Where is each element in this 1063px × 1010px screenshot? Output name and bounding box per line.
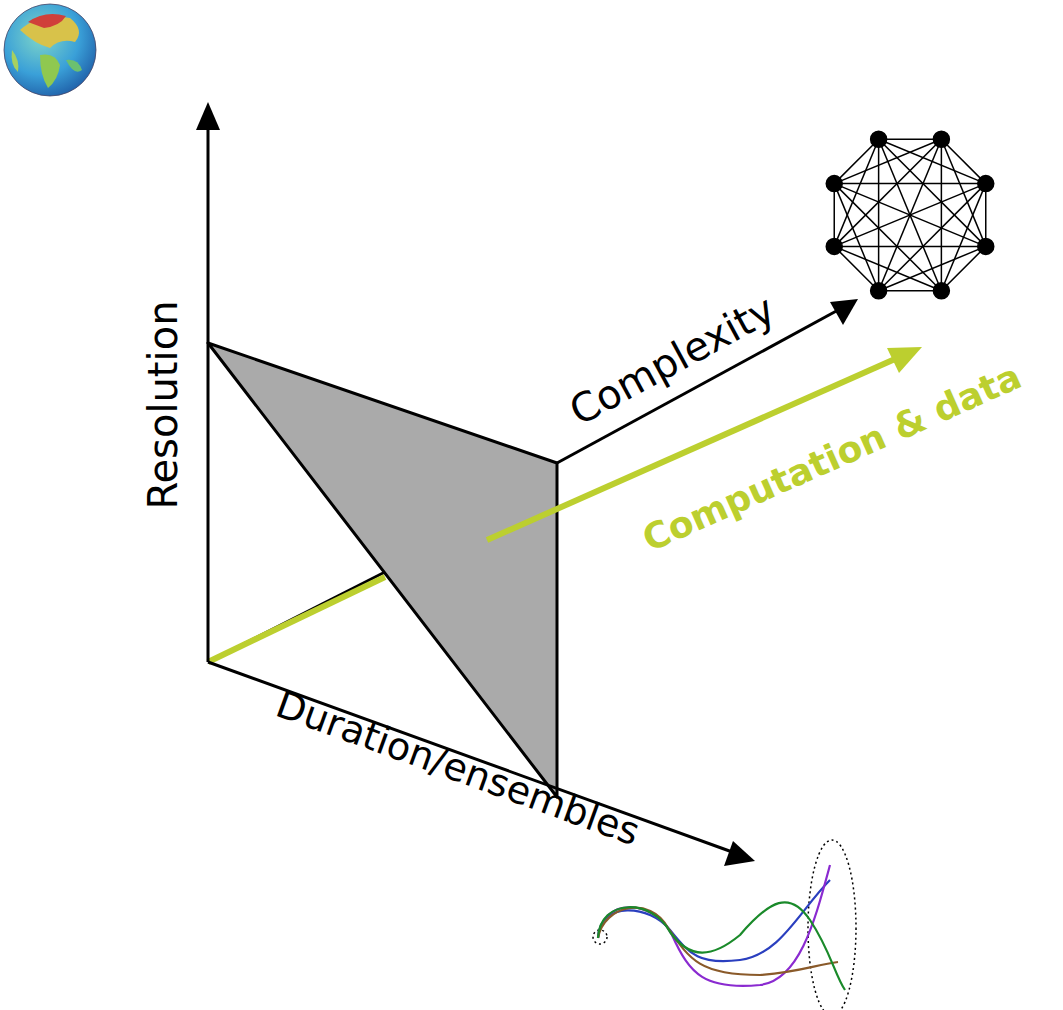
- axis-label: Duration/ensembles: [271, 685, 644, 852]
- graph-edge: [834, 184, 941, 291]
- axis-label: Resolution: [143, 300, 183, 509]
- graph-edge: [941, 139, 943, 291]
- graph-edge: [879, 139, 986, 246]
- globe-icon: [4, 4, 96, 96]
- graph-node: [871, 131, 887, 147]
- graph-node: [871, 283, 887, 299]
- graph-edge: [879, 290, 942, 292]
- graph-node: [933, 131, 949, 147]
- graph-edge: [879, 138, 942, 140]
- graph-node: [826, 176, 842, 192]
- graph-node: [933, 283, 949, 299]
- ensemble-icon: [593, 840, 856, 1010]
- graph-node: [826, 238, 842, 254]
- graph-edge: [833, 184, 835, 247]
- graph-edge: [941, 139, 985, 183]
- graph-edge: [834, 246, 986, 248]
- graph-edge: [941, 246, 985, 290]
- graph-edge: [985, 184, 987, 247]
- graph-edge: [878, 139, 880, 291]
- graph-node: [978, 176, 994, 192]
- graph-edge: [834, 246, 878, 290]
- graph-edge: [834, 184, 986, 247]
- graph-edge: [834, 183, 986, 185]
- graph-edge: [879, 139, 986, 183]
- graph-edge: [834, 139, 941, 246]
- graph-node: [978, 238, 994, 254]
- graph-icon: [826, 131, 994, 299]
- graph-edge: [834, 139, 878, 183]
- graph-edge: [879, 184, 986, 291]
- graph-edge: [834, 139, 941, 183]
